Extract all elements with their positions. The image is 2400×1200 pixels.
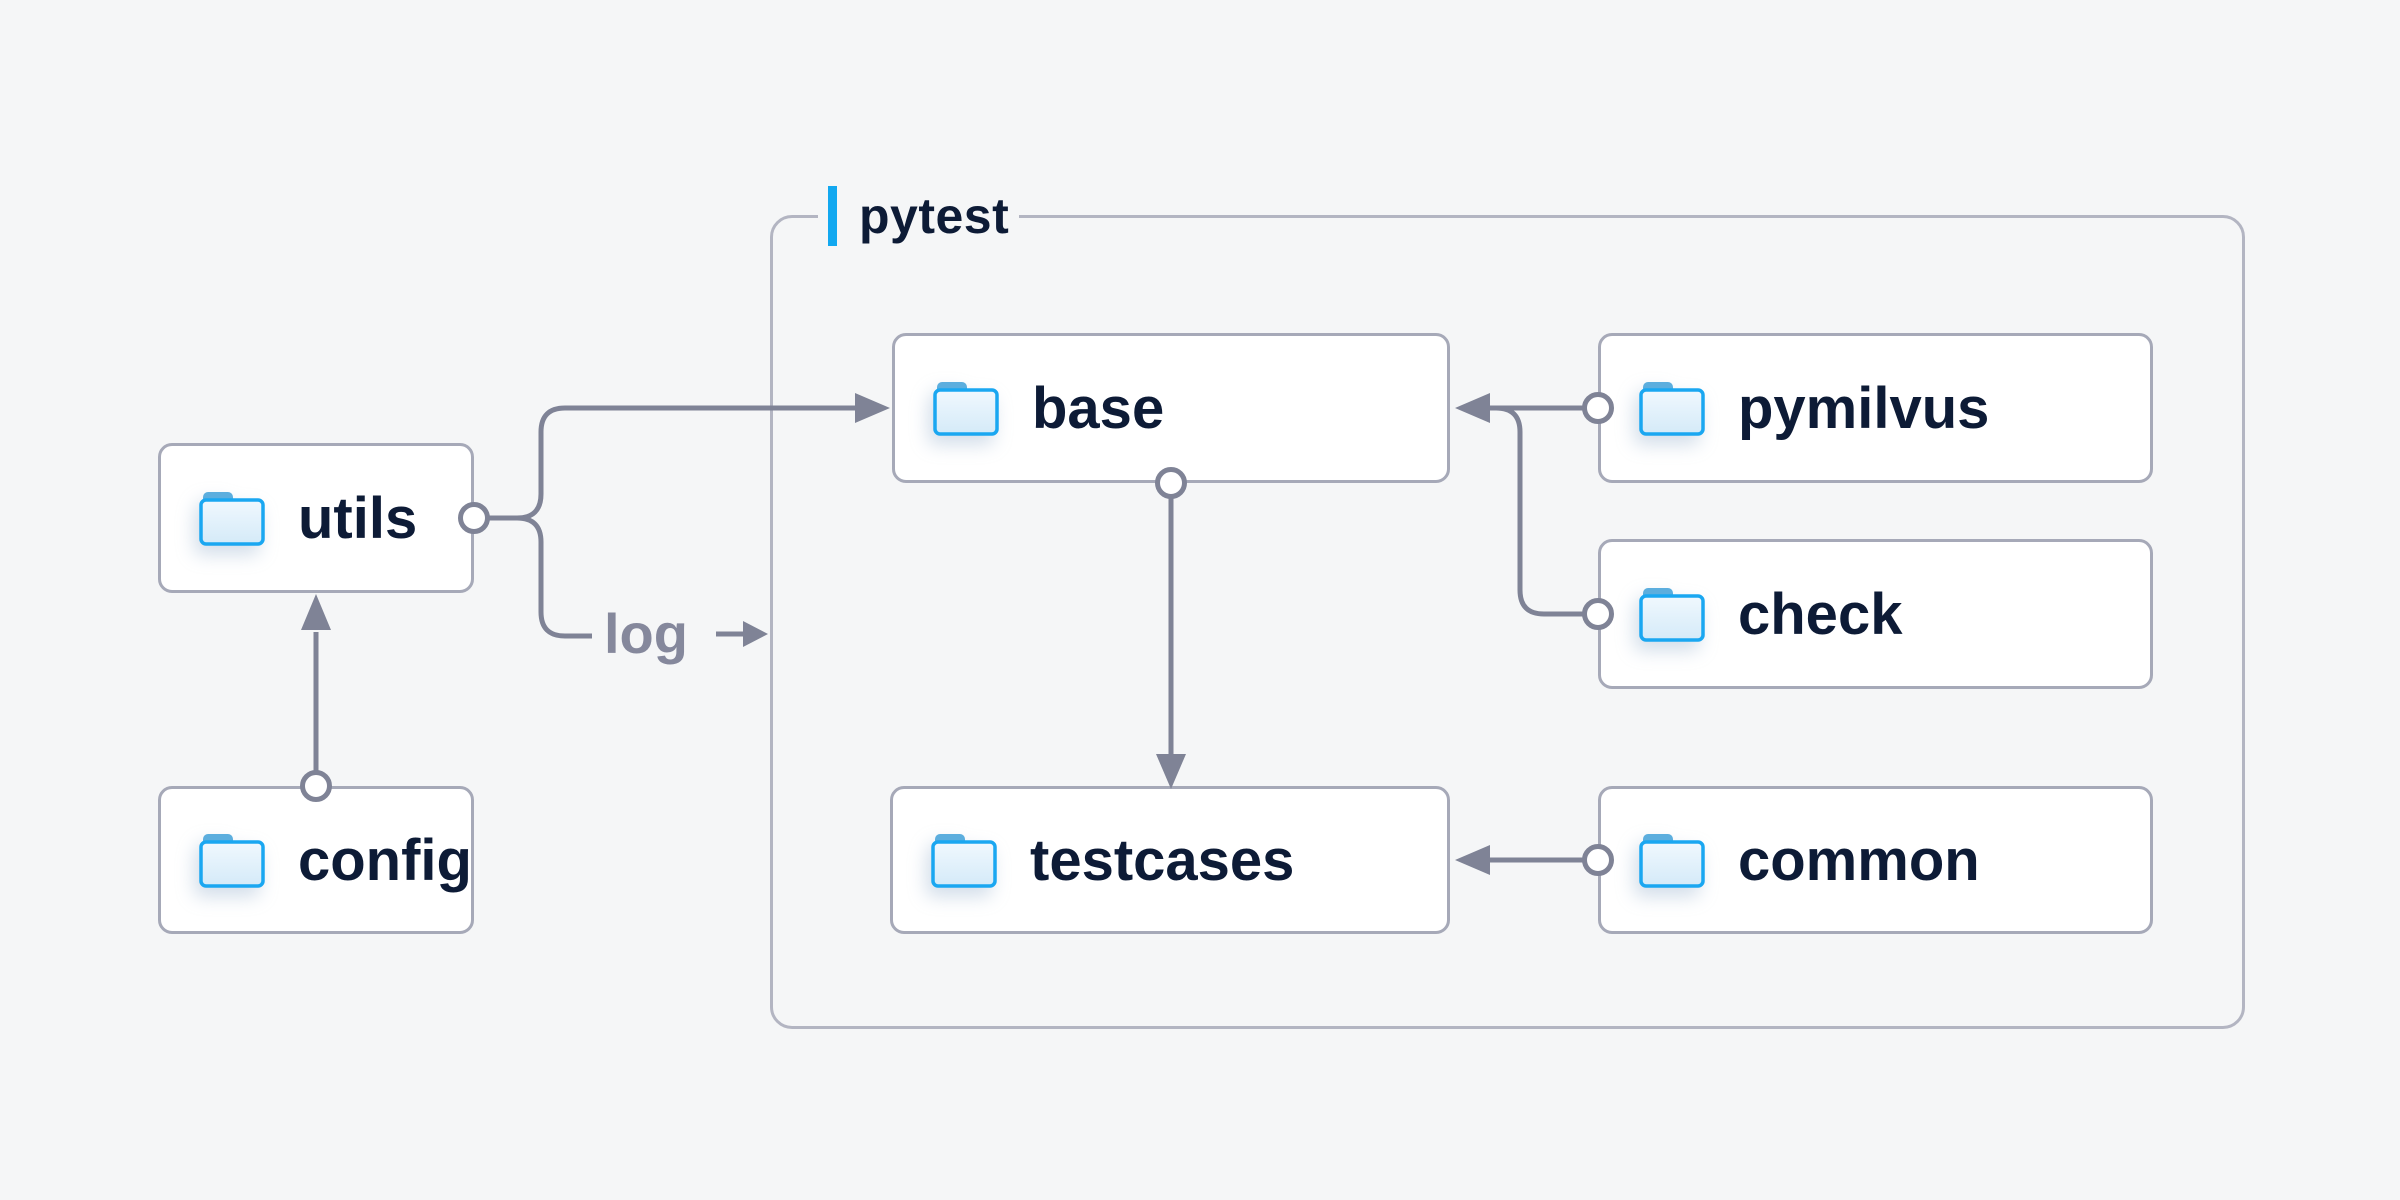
edge-label-log: log — [604, 601, 688, 665]
node-testcases: testcases — [890, 786, 1450, 934]
node-label: utils — [298, 485, 418, 551]
node-label: testcases — [1030, 827, 1295, 893]
node-check: check — [1598, 539, 2153, 689]
node-base: base — [892, 333, 1450, 483]
accent-bar — [828, 186, 837, 246]
node-config: config — [158, 786, 474, 934]
folder-icon — [199, 834, 265, 888]
node-utils: utils — [158, 443, 474, 593]
pytest-group-label: pytest — [818, 186, 1020, 246]
folder-icon — [931, 834, 997, 888]
edge-config-utils — [300, 594, 332, 802]
node-label: base — [1032, 375, 1165, 441]
node-label: common — [1738, 827, 1980, 893]
node-common: common — [1598, 786, 2153, 934]
pytest-group-box — [770, 215, 2245, 1029]
node-label: config — [298, 827, 472, 893]
folder-icon — [199, 492, 265, 546]
group-title: pytest — [859, 188, 1010, 244]
node-label: pymilvus — [1738, 375, 1990, 441]
node-pymilvus: pymilvus — [1598, 333, 2153, 483]
folder-icon — [1639, 588, 1705, 642]
folder-icon — [1639, 834, 1705, 888]
node-label: check — [1738, 581, 1903, 647]
folder-icon — [933, 382, 999, 436]
folder-icon — [1639, 382, 1705, 436]
